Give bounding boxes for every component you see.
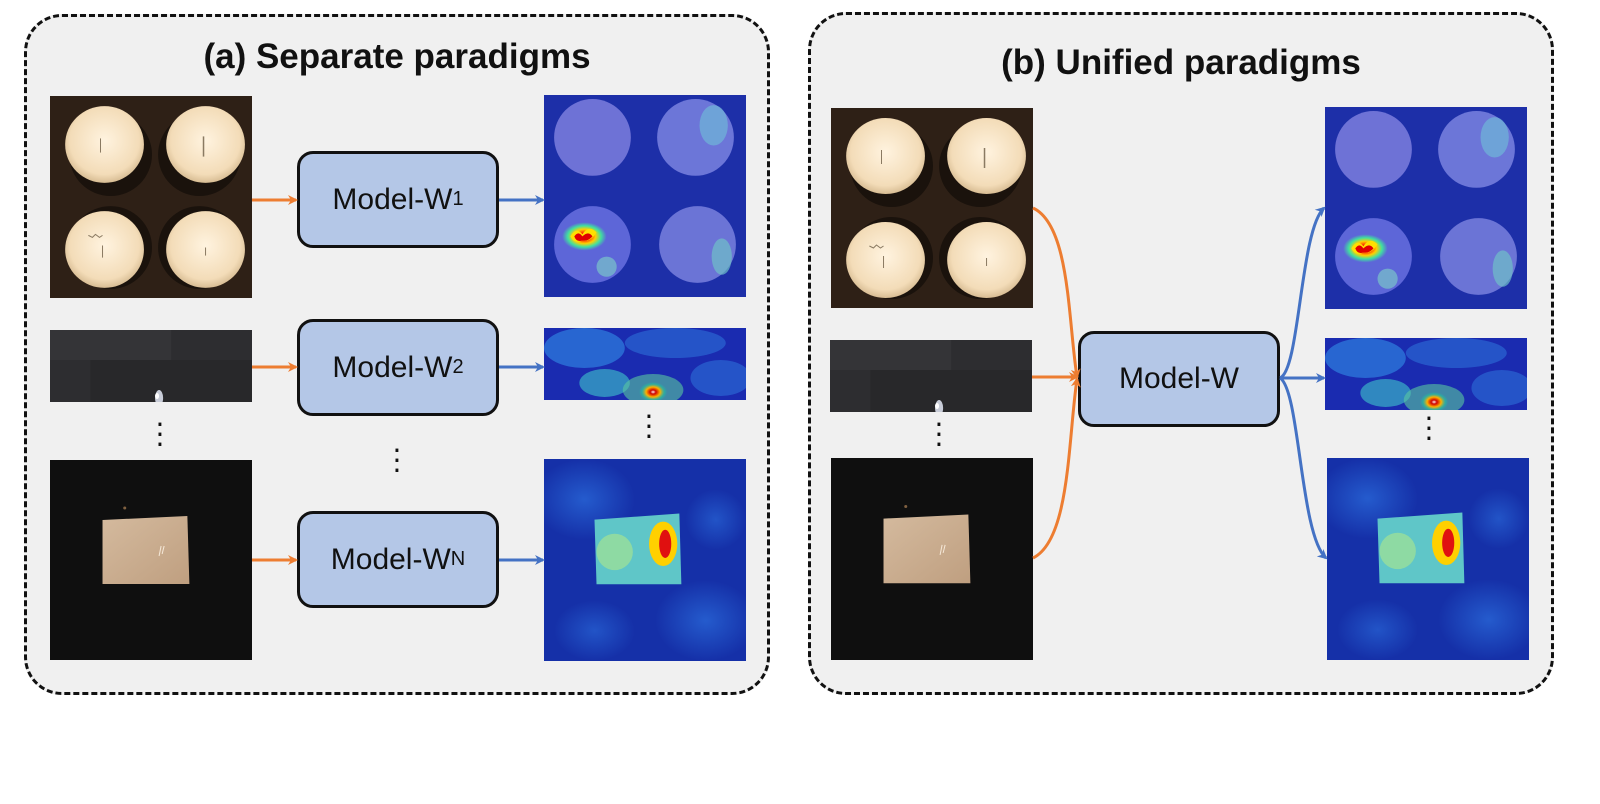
ellipsis-dots: ··· <box>392 434 402 487</box>
ellipsis-dots: ··· <box>644 400 654 453</box>
model-subscript: 2 <box>452 356 464 378</box>
ellipsis-dots: ··· <box>1424 402 1434 455</box>
model-label: Model-W <box>330 542 451 576</box>
model-label: Model-W <box>1118 362 1239 395</box>
panel-title: (a) Separate paradigms <box>203 37 591 76</box>
ellipsis-dots: ··· <box>155 408 165 461</box>
model-subscript: N <box>450 548 466 570</box>
model-label: Model-W <box>332 350 453 384</box>
input-arrow <box>1032 206 1081 379</box>
output-arrow <box>1278 376 1328 560</box>
model-label: Model-W <box>332 182 453 216</box>
panel-title: (b) Unified paradigms <box>1001 43 1361 82</box>
model-subscript: 1 <box>452 188 464 210</box>
ellipsis-dots: ··· <box>934 408 944 461</box>
model-box-unified: Model-W <box>1078 331 1280 427</box>
output-arrow <box>1279 206 1326 380</box>
input-arrow <box>1032 377 1081 560</box>
